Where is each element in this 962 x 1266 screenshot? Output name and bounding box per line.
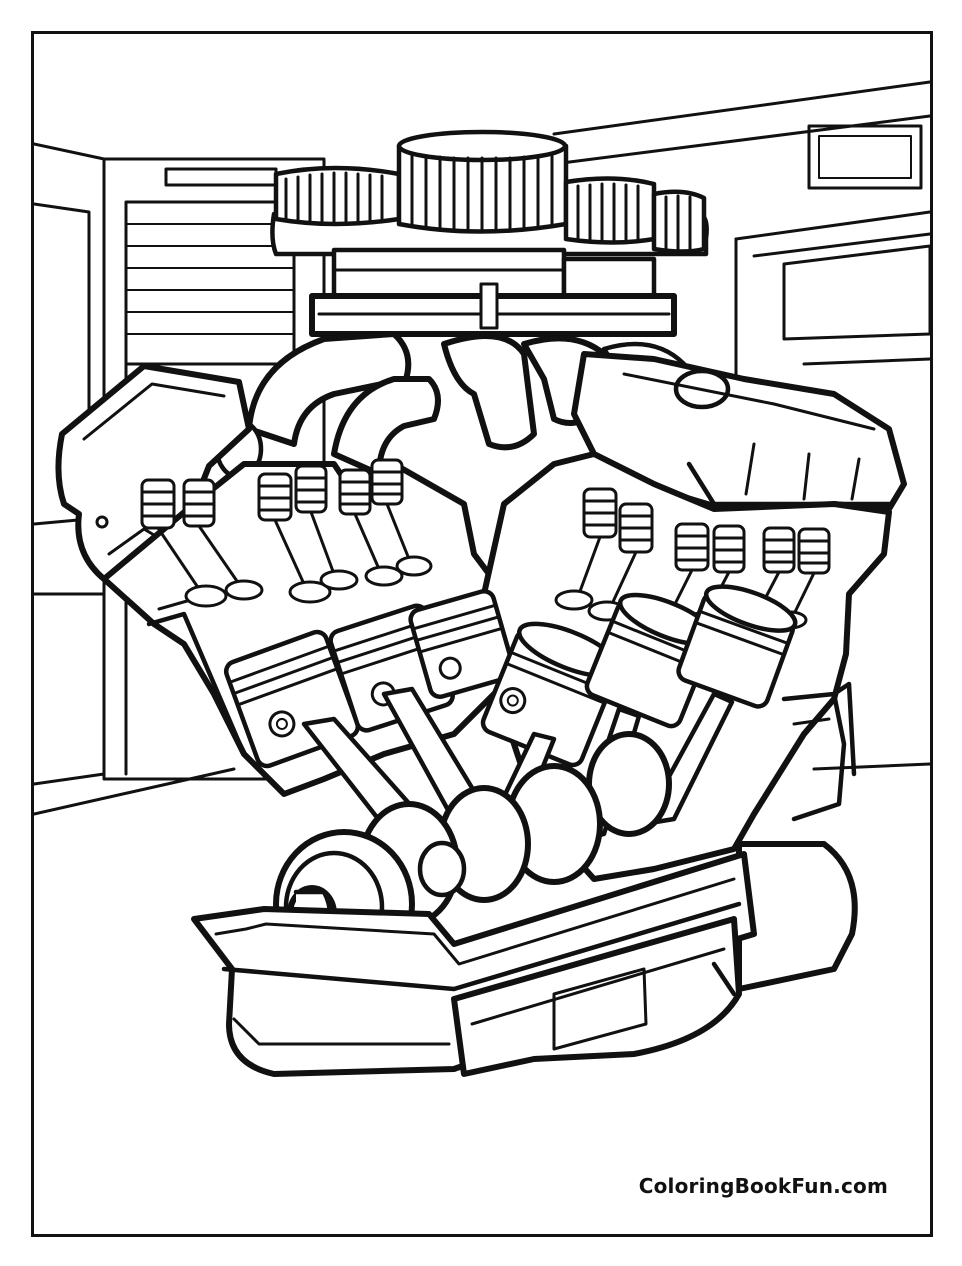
air-filter-assembly <box>270 129 709 337</box>
watermark-text: ColoringBookFun.com <box>638 1174 888 1198</box>
pistons <box>223 584 798 769</box>
coloring-page: ColoringBookFun.com <box>31 31 933 1237</box>
oil-pan <box>191 851 757 1077</box>
v8-engine-illustration <box>34 80 930 1077</box>
